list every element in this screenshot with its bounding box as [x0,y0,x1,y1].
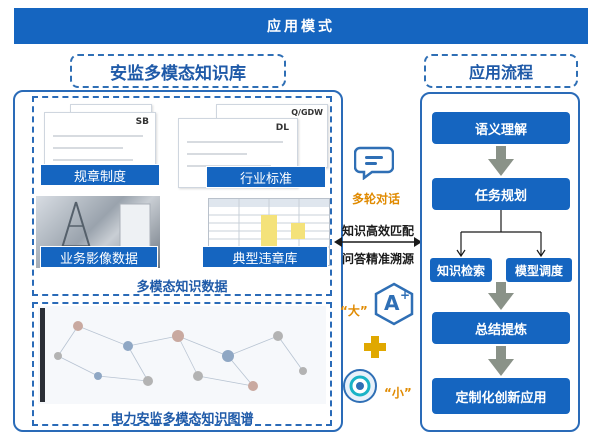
knowledge-graph-panel [32,302,332,426]
flow-branch-connector [456,210,546,258]
standard-doc-mark: DL [275,123,289,133]
precise-tracing-label: 问答精准溯源 [341,252,414,266]
bidirectional-arrow-icon [334,237,422,247]
step-task-planning: 任务规划 [432,178,570,210]
ai-icon-letter: A [384,291,400,315]
flow-arrow-3 [488,346,514,376]
small-model-gauge-icon [342,368,378,404]
multimodal-data-caption: 多模态知识数据 [136,280,228,295]
step-semantic-understanding: 语义理解 [432,112,570,144]
big-model-label: “大” [340,304,368,318]
knowledge-base-title: 安监多模态知识库 [70,54,286,88]
multimodal-data-panel [32,96,332,296]
small-model-label: “小” [384,386,412,400]
plus-icon [364,336,386,358]
regulation-doc-mark: SB [135,117,149,127]
flow-arrow-2 [488,282,514,310]
step-customized-application: 定制化创新应用 [432,378,570,414]
knowledge-graph-caption: 电力安监多模态知识图谱 [110,412,254,427]
tag-regulations: 规章制度 [40,164,160,186]
step-model-scheduling: 模型调度 [506,258,572,282]
chat-bubble-icon [353,146,395,181]
tag-business-imagery: 业务影像数据 [40,246,158,268]
ai-model-hexagon-icon: A + [372,282,416,326]
standard-doc-mark-back: Q/GDW [291,108,323,117]
flow-arrow-1 [488,146,514,176]
tag-industry-standards: 行业标准 [206,166,326,188]
step-knowledge-retrieval: 知识检索 [430,258,492,282]
tag-typical-violations: 典型违章库 [202,246,328,268]
knowledge-graph-network [40,308,307,402]
efficient-matching-label: 知识高效匹配 [341,224,414,238]
app-mode-banner: 应用模式 [14,8,588,44]
knowledge-graph-image [38,306,326,404]
multi-turn-dialog-label: 多轮对话 [351,192,400,206]
ai-icon-plus: + [400,288,411,302]
application-process-title: 应用流程 [424,54,578,88]
step-summary-refinement: 总结提炼 [432,312,570,344]
